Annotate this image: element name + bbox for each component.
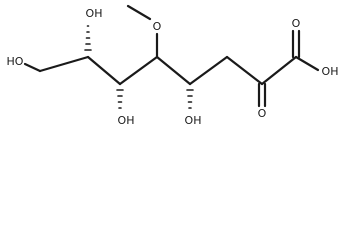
label-oh-top-left: OH [86,7,103,20]
carboxyl-group [291,29,320,72]
label-oh-c6: OH [118,114,135,127]
label-ho-end: HO [7,55,24,68]
label-o-methoxy: O [153,20,162,33]
bond-o-ch3 [126,4,152,21]
bond-c6-c5 [118,55,159,86]
label-o-keto: O [258,107,267,120]
bond-c3-c2 [225,55,264,86]
hashed-bond-c4-oh [186,89,194,109]
bond-ho-c8 [23,62,42,73]
bond-c2-c1 [260,55,298,86]
bond-c7-c6 [86,55,122,86]
bond-c5-c4 [155,55,192,86]
structural-formula: OH O O OH HO OH OH O [7,4,339,127]
label-oh-c4: OH [185,114,202,127]
keto-group [257,82,267,108]
bond-c4-c3 [188,55,229,86]
hashed-bond-c6-oh [116,89,124,109]
bond-c8-c7 [38,55,90,73]
methoxy-group [126,4,159,59]
label-oh-acid: OH [322,65,339,78]
label-o-acid-carbonyl: O [292,17,301,30]
hashed-bond-c7-oh [84,25,92,51]
bond-c1-oh [294,55,320,72]
carbon-chain [23,55,298,86]
